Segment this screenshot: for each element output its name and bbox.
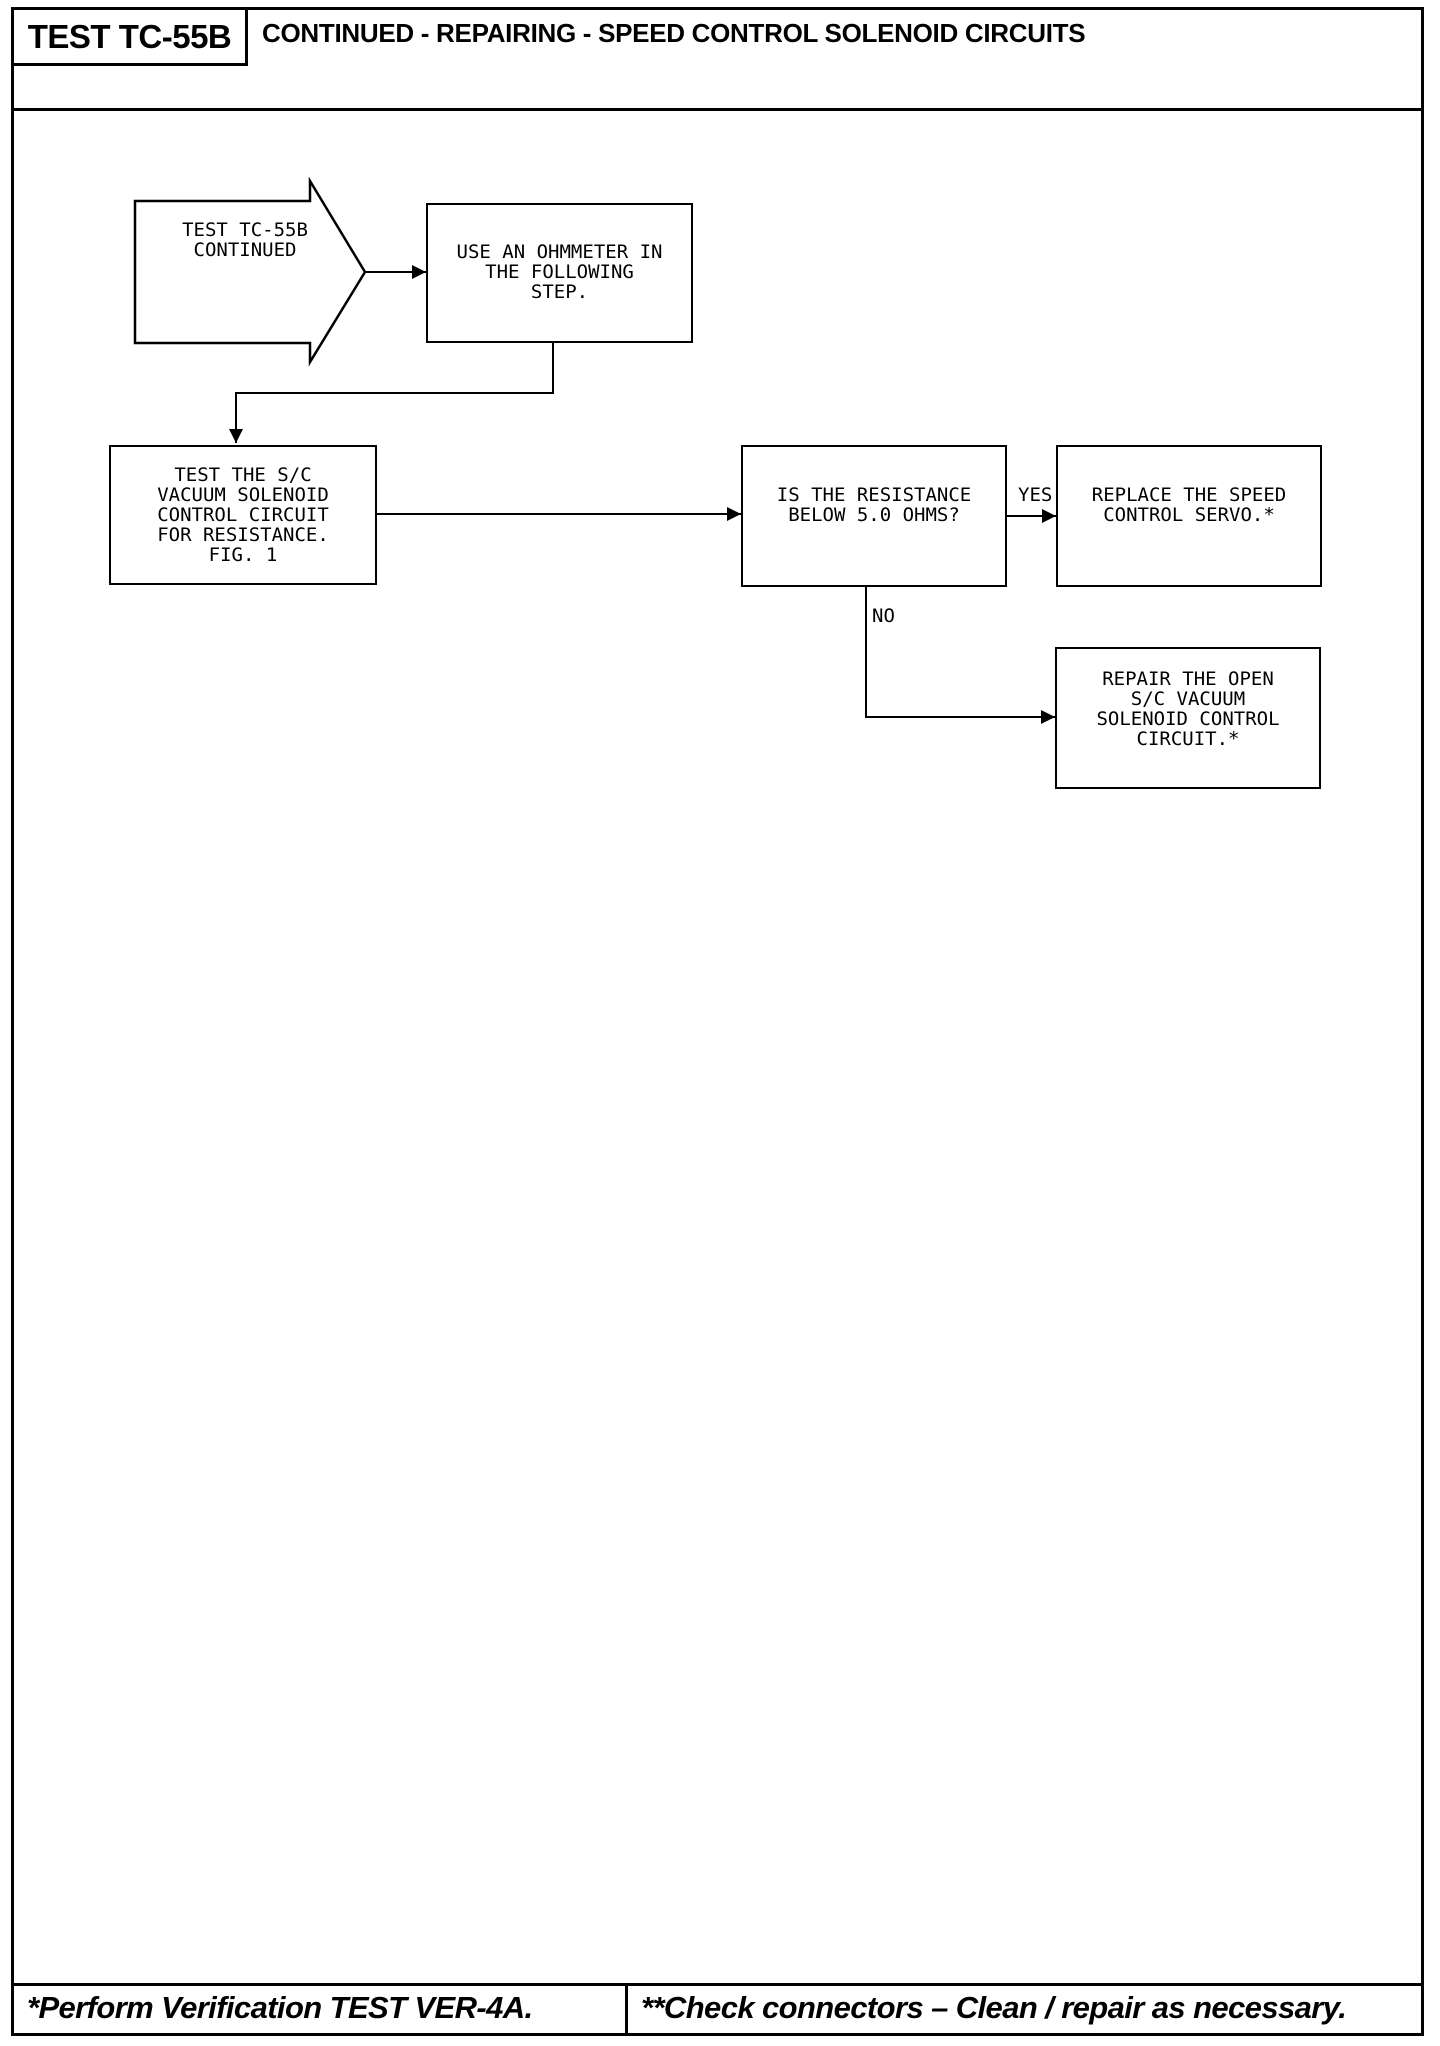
footer-bar [11,1983,1424,2036]
test-circuit-text: TEST THE S/C VACUUM SOLENOID CONTROL CIR… [157,464,329,566]
repair-circuit-text: REPAIR THE OPEN S/C VACUUM SOLENOID CONT… [1096,668,1280,750]
resistance-decision-box: IS THE RESISTANCE BELOW 5.0 OHMS? [741,445,1007,587]
footer-divider [625,1983,628,2036]
no-branch-label: NO [872,605,895,627]
start-node-label: TEST TC-55B CONTINUED [182,219,308,261]
test-id: TEST TC-55B [27,17,232,55]
test-id-box: TEST TC-55B [11,7,248,66]
ohmmeter-step-text: USE AN OHMMETER IN THE FOLLOWING STEP. [456,241,663,303]
footer-note-connectors: **Check connectors – Clean / repair as n… [641,1990,1347,2025]
resistance-decision-text: IS THE RESISTANCE BELOW 5.0 OHMS? [776,484,972,526]
footer-note-verification: *Perform Verification TEST VER-4A. [27,1990,533,2025]
replace-servo-box: REPLACE THE SPEED CONTROL SERVO.* [1056,445,1322,587]
connector-no [865,587,1055,724]
replace-servo-text: REPLACE THE SPEED CONTROL SERVO.* [1091,484,1287,526]
page-title: CONTINUED - REPAIRING - SPEED CONTROL SO… [262,18,1086,48]
yes-branch-label: YES [1018,484,1053,506]
connector-ohmmeter-to-test [229,343,554,443]
repair-circuit-box: REPAIR THE OPEN S/C VACUUM SOLENOID CONT… [1055,647,1321,789]
test-circuit-box: TEST THE S/C VACUUM SOLENOID CONTROL CIR… [109,445,377,585]
start-arrow-shape [133,176,367,367]
ohmmeter-step-box: USE AN OHMMETER IN THE FOLLOWING STEP. [426,203,693,343]
